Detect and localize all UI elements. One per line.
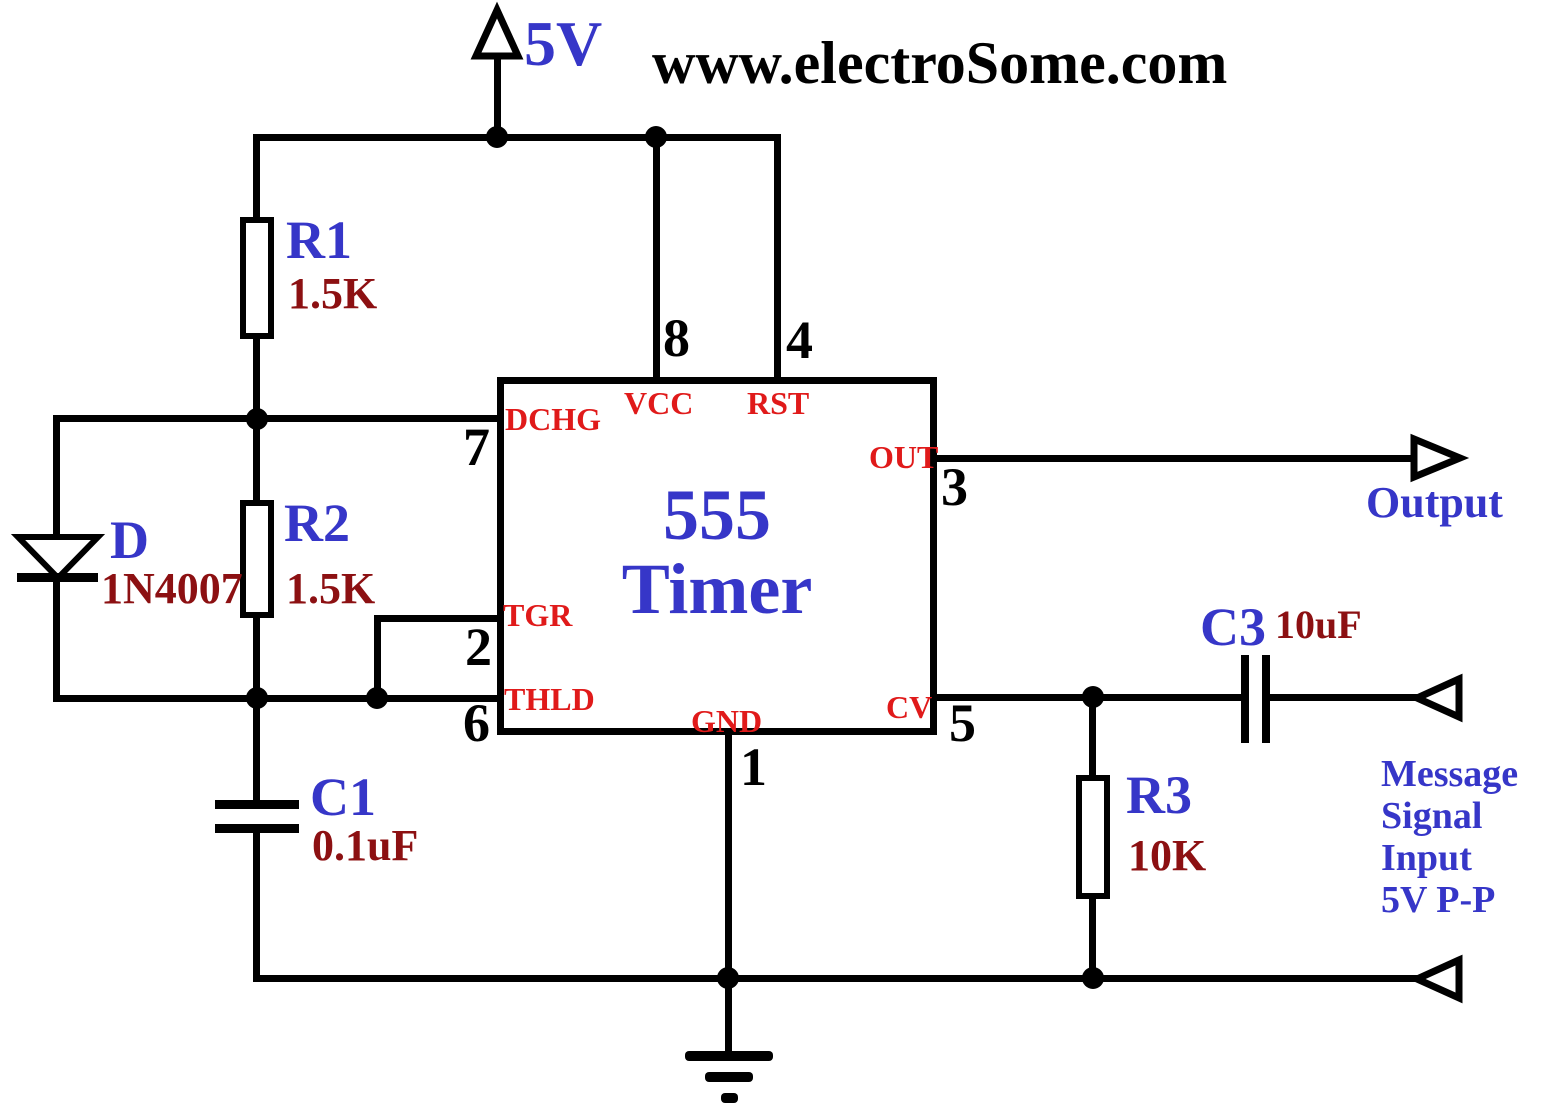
ic-555-body <box>497 377 937 735</box>
component-ref-r1: R1 <box>286 210 352 270</box>
ground-bar-3 <box>721 1093 738 1103</box>
input-arrow-icon <box>1408 954 1463 1004</box>
diode-cathode-bar <box>17 573 98 582</box>
wire-tgr-vertical <box>374 618 381 702</box>
junction-dot <box>717 967 739 989</box>
power-arrow-icon <box>470 1 524 60</box>
pin-label-thld: THLD <box>504 681 595 717</box>
pin-number-8: 8 <box>663 308 690 368</box>
wire-r1-bottom <box>253 335 260 423</box>
wire-diode-bottom <box>53 577 60 702</box>
wire-thld <box>53 695 501 702</box>
wire-r2-top <box>253 419 260 504</box>
wire-r3-top <box>1089 697 1096 779</box>
ic-title: 555 <box>663 475 771 555</box>
input-label-line: Input <box>1381 837 1472 879</box>
wire-diode-top <box>53 415 60 541</box>
pin-number-6: 6 <box>463 693 490 753</box>
wire-gnd-stem <box>725 732 732 1055</box>
wire-cv-right <box>1270 694 1418 701</box>
wire-bottom-rail <box>253 975 1419 982</box>
component-value-r1: 1.5K <box>288 269 378 318</box>
diode-icon <box>10 534 106 583</box>
wire-vcc-stem <box>653 137 660 380</box>
pin-label-rst: RST <box>747 385 810 421</box>
output-arrow-icon <box>1410 433 1470 483</box>
component-ref-r2: R2 <box>284 493 350 553</box>
wire-rst-stem <box>774 137 781 380</box>
capacitor-c1-plate <box>215 824 299 833</box>
capacitor-c3-plate <box>1262 655 1270 743</box>
wire-r2-bottom <box>253 614 260 702</box>
junction-dot <box>1082 686 1104 708</box>
component-value-r2: 1.5K <box>286 564 376 613</box>
pin-label-cv: CV <box>886 689 933 725</box>
wire-supply-stem <box>494 56 501 140</box>
capacitor-c3-plate <box>1241 655 1249 743</box>
wire-c1-bottom <box>253 833 260 982</box>
pin-number-5: 5 <box>949 693 976 753</box>
wire-r1-top <box>253 137 260 221</box>
junction-dot <box>1082 967 1104 989</box>
pin-label-vcc: VCC <box>624 385 694 421</box>
pin-label-out: OUT <box>869 439 939 475</box>
pin-number-4: 4 <box>786 310 813 370</box>
wire-c1-top <box>253 698 260 802</box>
output-port-label: Output <box>1366 478 1503 527</box>
resistor-r1-symbol <box>240 217 274 339</box>
junction-dot <box>645 126 667 148</box>
wire-r3-bottom <box>1089 895 1096 982</box>
pin-number-1: 1 <box>740 737 767 797</box>
wire-tgr-horizontal <box>374 615 501 622</box>
wire-top-rail <box>253 134 781 141</box>
ic-subtitle: Timer <box>621 549 813 629</box>
pin-number-2: 2 <box>465 617 492 677</box>
pin-number-3: 3 <box>941 457 968 517</box>
input-label-line: Signal <box>1381 795 1483 837</box>
ground-bar-2 <box>705 1072 753 1082</box>
component-value-c1: 0.1uF <box>312 821 419 870</box>
input-arrow-icon <box>1408 673 1463 723</box>
capacitor-c1-plate <box>215 800 299 809</box>
input-port-label: Message Signal Input 5V P-P <box>1381 753 1518 921</box>
junction-dot <box>486 126 508 148</box>
pin-label-dchg: DCHG <box>505 401 601 437</box>
input-label-line: 5V P-P <box>1381 879 1496 921</box>
component-value-r3: 10K <box>1128 831 1207 880</box>
pin-number-7: 7 <box>463 417 490 477</box>
component-ref-r3: R3 <box>1126 765 1192 825</box>
junction-dot <box>366 687 388 709</box>
component-ref-c1: C1 <box>310 767 376 827</box>
component-value-c3: 10uF <box>1275 602 1362 647</box>
component-ref-d: D <box>110 510 149 570</box>
resistor-r2-symbol <box>240 500 274 618</box>
component-ref-c3: C3 <box>1200 597 1266 657</box>
pin-label-tgr: TGR <box>503 597 573 633</box>
component-value-d: 1N4007 <box>101 564 243 613</box>
junction-dot <box>246 408 268 430</box>
ground-bar-1 <box>685 1051 773 1061</box>
supply-voltage-label: 5V <box>524 8 603 79</box>
watermark: www.electroSome.com <box>652 30 1228 96</box>
resistor-r3-symbol <box>1076 775 1110 899</box>
wire-dchg <box>53 415 501 422</box>
wire-out <box>934 455 1416 462</box>
pin-label-gnd: GND <box>691 703 763 739</box>
input-label-line: Message <box>1381 753 1519 795</box>
junction-dot <box>246 687 268 709</box>
